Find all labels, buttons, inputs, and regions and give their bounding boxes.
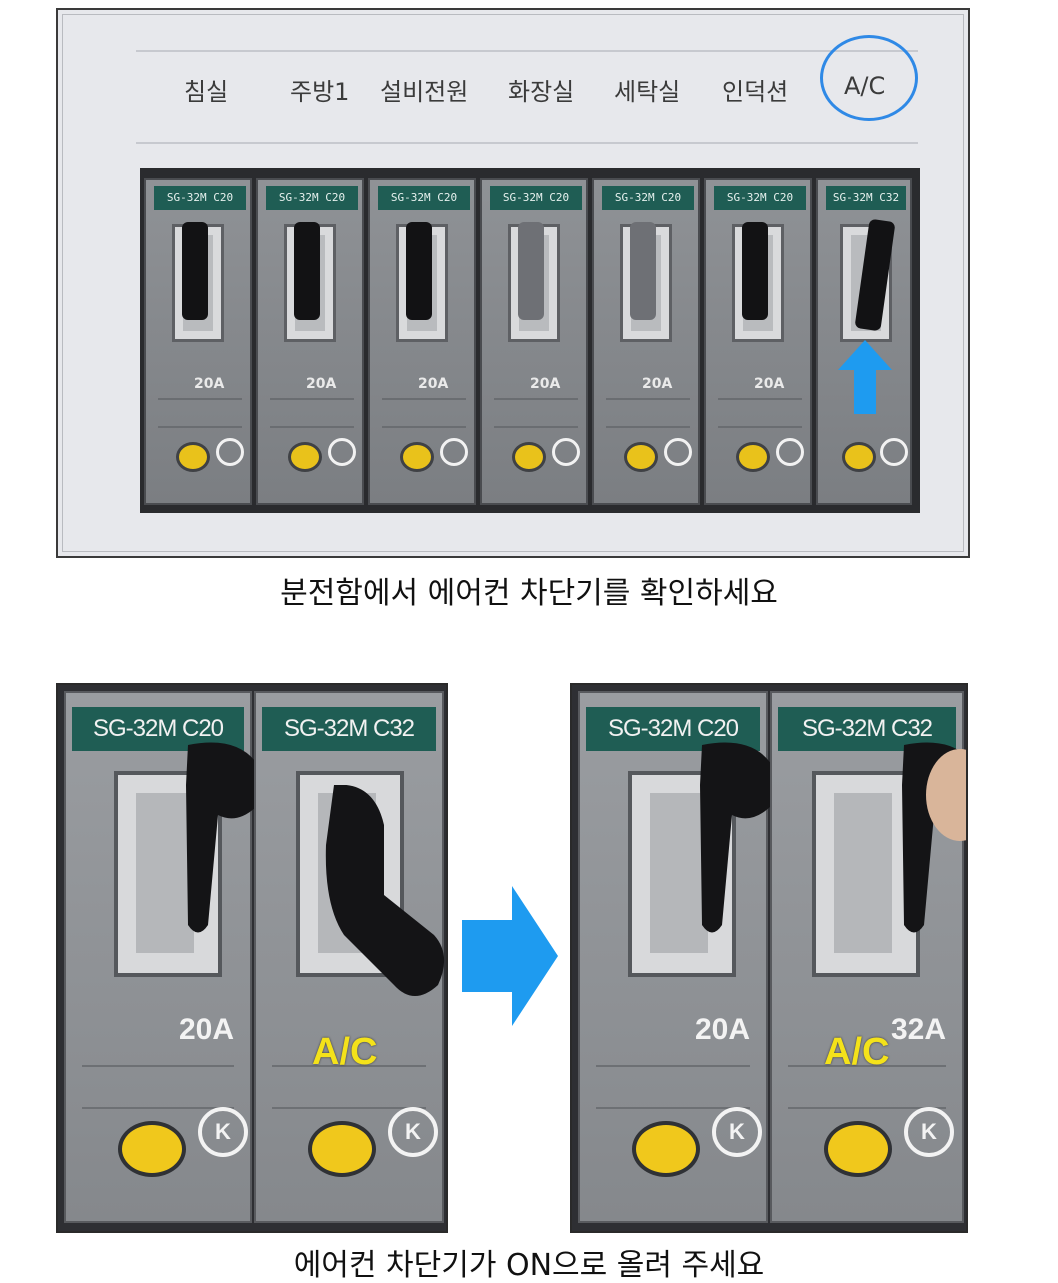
ac-overlay-label: A/C bbox=[824, 1031, 890, 1073]
model-tag: SG-32M C20 bbox=[72, 707, 244, 751]
switch-lever-on bbox=[700, 742, 772, 933]
test-button[interactable] bbox=[288, 442, 322, 472]
breaker-label-facility-power: 설비전원 bbox=[380, 78, 469, 106]
breaker-rating: 20A bbox=[178, 1013, 234, 1046]
ks-certification-icon bbox=[440, 438, 468, 466]
test-button bbox=[308, 1121, 376, 1177]
breaker-label-row: 침실 주방1 설비전원 화장실 세탁실 인덕션 A/C bbox=[148, 72, 928, 116]
breaker-after-photo: SG-32M C20 20A K SG-32M C32 32A K A/C bbox=[570, 683, 968, 1233]
switch-lever-on bbox=[902, 742, 966, 933]
panel-frame bbox=[62, 14, 964, 552]
ks-certification-icon bbox=[664, 438, 692, 466]
breaker-label-induction: 인덕션 bbox=[722, 78, 789, 106]
test-button bbox=[824, 1121, 892, 1177]
switch-lever-on bbox=[186, 742, 258, 933]
breaker-c32-ac: SG-32M C32 32A K bbox=[770, 691, 964, 1223]
ac-overlay-label: A/C bbox=[312, 1031, 378, 1073]
switch-window bbox=[812, 771, 920, 977]
switch-lever bbox=[630, 222, 656, 320]
breaker-ac[interactable]: SG-32M C32 bbox=[816, 178, 912, 505]
distribution-panel-image: 침실 주방1 설비전원 화장실 세탁실 인덕션 A/C SG-32M C20 2… bbox=[56, 8, 970, 558]
switch-lever bbox=[742, 222, 768, 320]
model-tag: SG-32M C20 bbox=[602, 186, 694, 210]
label-divider-top bbox=[136, 50, 918, 52]
breaker-rating: 20A bbox=[306, 376, 337, 392]
breaker-rating: 32A bbox=[890, 1013, 946, 1046]
model-tag: SG-32M C20 bbox=[154, 186, 246, 210]
model-tag: SG-32M C20 bbox=[714, 186, 806, 210]
switch-lever bbox=[294, 222, 320, 320]
test-button[interactable] bbox=[176, 442, 210, 472]
ks-certification-icon bbox=[776, 438, 804, 466]
breaker-before-photo: SG-32M C20 20A K SG-32M C32 K A/C bbox=[56, 683, 448, 1233]
model-tag: SG-32M C32 bbox=[826, 186, 906, 210]
ks-certification-icon bbox=[216, 438, 244, 466]
test-button[interactable] bbox=[512, 442, 546, 472]
ks-certification-icon bbox=[328, 438, 356, 466]
ks-certification-icon bbox=[880, 438, 908, 466]
model-tag: SG-32M C20 bbox=[378, 186, 470, 210]
test-button[interactable] bbox=[624, 442, 658, 472]
breaker-kitchen[interactable]: SG-32M C20 20A bbox=[256, 178, 364, 505]
test-button bbox=[118, 1121, 186, 1177]
caption-turn-on-breaker: 에어컨 차단기가 ON으로 올려 주세요 bbox=[293, 1248, 765, 1283]
test-button[interactable] bbox=[842, 442, 876, 472]
breaker-rating: 20A bbox=[530, 376, 561, 392]
breaker-bathroom[interactable]: SG-32M C20 20A bbox=[480, 178, 588, 505]
breaker-bedroom[interactable]: SG-32M C20 20A bbox=[144, 178, 252, 505]
breaker-label-kitchen: 주방1 bbox=[290, 78, 350, 106]
ks-certification-icon: K bbox=[388, 1107, 438, 1157]
label-divider-bottom bbox=[136, 142, 918, 144]
ac-highlight-circle bbox=[820, 35, 918, 121]
switch-lever bbox=[518, 222, 544, 320]
test-button[interactable] bbox=[400, 442, 434, 472]
breaker-rating: 20A bbox=[754, 376, 785, 392]
breaker-rating: 20A bbox=[642, 376, 673, 392]
model-tag: SG-32M C20 bbox=[490, 186, 582, 210]
breaker-rating: 20A bbox=[418, 376, 449, 392]
breaker-rating: 20A bbox=[694, 1013, 750, 1046]
breaker-rating: 20A bbox=[194, 376, 225, 392]
blue-right-arrow-icon bbox=[462, 886, 558, 1026]
breaker-label-bedroom: 침실 bbox=[184, 78, 229, 106]
ks-certification-icon: K bbox=[712, 1107, 762, 1157]
test-button bbox=[632, 1121, 700, 1177]
caption-check-breaker: 분전함에서 에어컨 차단기를 확인하세요 bbox=[280, 576, 778, 611]
breaker-facility-power[interactable]: SG-32M C20 20A bbox=[368, 178, 476, 505]
switch-lever bbox=[406, 222, 432, 320]
breaker-row: SG-32M C20 20A SG-32M C20 20A SG-32M C20… bbox=[140, 168, 920, 513]
breaker-label-laundry: 세탁실 bbox=[614, 78, 681, 106]
model-tag: SG-32M C20 bbox=[266, 186, 358, 210]
breaker-label-bathroom: 화장실 bbox=[508, 78, 575, 106]
test-button[interactable] bbox=[736, 442, 770, 472]
blue-up-arrow-icon bbox=[838, 340, 892, 414]
ks-certification-icon: K bbox=[904, 1107, 954, 1157]
switch-lever bbox=[182, 222, 208, 320]
ks-certification-icon bbox=[552, 438, 580, 466]
breaker-laundry[interactable]: SG-32M C20 20A bbox=[592, 178, 700, 505]
ks-certification-icon: K bbox=[198, 1107, 248, 1157]
breaker-induction[interactable]: SG-32M C20 20A bbox=[704, 178, 812, 505]
model-tag: SG-32M C32 bbox=[262, 707, 436, 751]
switch-lever-off bbox=[325, 785, 444, 996]
